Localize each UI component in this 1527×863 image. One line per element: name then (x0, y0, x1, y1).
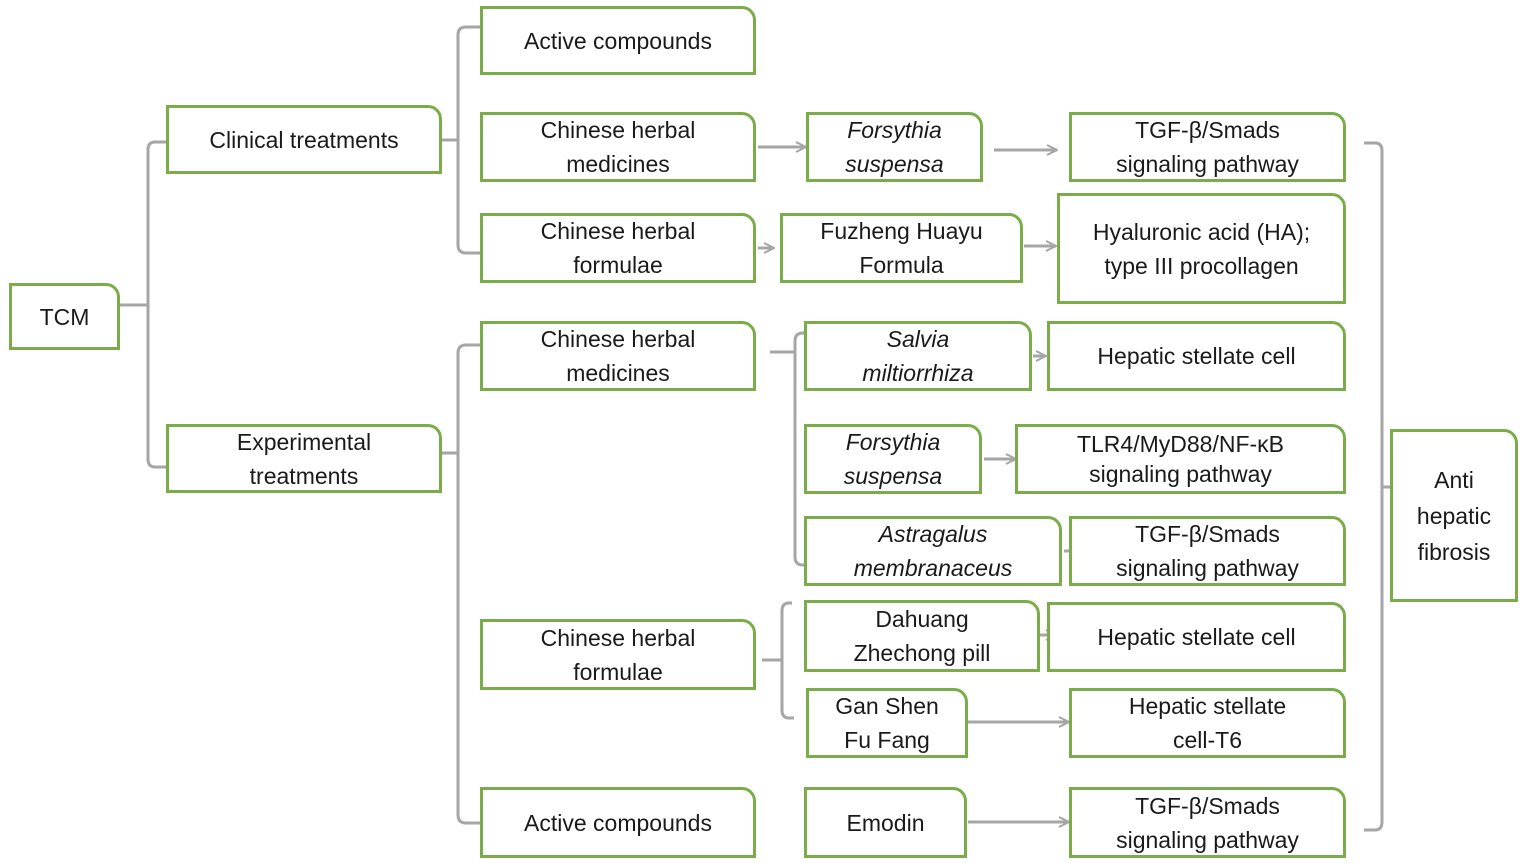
fuzheng-huayu-node: Fuzheng Huayu Formula (780, 213, 1023, 283)
tlr4-pathway-node: TLR4/MyD88/NF-κB signaling pathway (1015, 424, 1346, 494)
exp-herbal-formulae-node: Chinese herbal formulae (480, 619, 756, 690)
tcm-bracket (120, 140, 166, 469)
tcm-node: TCM (9, 283, 120, 350)
exp-medicines-bracket (770, 331, 820, 567)
astragalus-node: Astragalus membranaceus (804, 516, 1062, 586)
salvia-node: Salvia miltiorrhiza (804, 321, 1032, 391)
hyaluronic-acid-node: Hyaluronic acid (HA); type III procollag… (1057, 193, 1346, 304)
ganshen-node: Gan Shen Fu Fang (806, 688, 968, 758)
exp-formulae-bracket (762, 601, 794, 720)
clinical-herbal-medicines-node: Chinese herbal medicines (480, 112, 756, 182)
emodin-tgf-node: TGF-β/Smads signaling pathway (1069, 787, 1346, 858)
clinical-tgf-pathway-node: TGF-β/Smads signaling pathway (1069, 112, 1346, 182)
dahuang-node: Dahuang Zhechong pill (804, 600, 1040, 672)
exp-herbal-medicines-node: Chinese herbal medicines (480, 321, 756, 391)
astragalus-tgf-node: TGF-β/Smads signaling pathway (1069, 516, 1346, 586)
exp-forsythia-node: Forsythia suspensa (804, 424, 982, 494)
dahuang-hsc-node: Hepatic stellate cell (1047, 602, 1346, 672)
clinical-treatments-node: Clinical treatments (166, 105, 442, 174)
ganshen-t6-node: Hepatic stellate cell-T6 (1069, 688, 1346, 758)
clinical-active-compounds-node: Active compounds (480, 6, 756, 75)
emodin-node: Emodin (804, 787, 967, 858)
salvia-hsc-node: Hepatic stellate cell (1047, 321, 1346, 391)
clinical-forsythia-node: Forsythia suspensa (806, 112, 983, 182)
experimental-bracket (430, 343, 480, 825)
anti-hepatic-fibrosis-node: Anti hepatic fibrosis (1390, 429, 1518, 602)
exp-active-compounds-node: Active compounds (480, 787, 756, 858)
clinical-herbal-formulae-node: Chinese herbal formulae (480, 213, 756, 283)
experimental-treatments-node: Experimental treatments (166, 424, 442, 493)
